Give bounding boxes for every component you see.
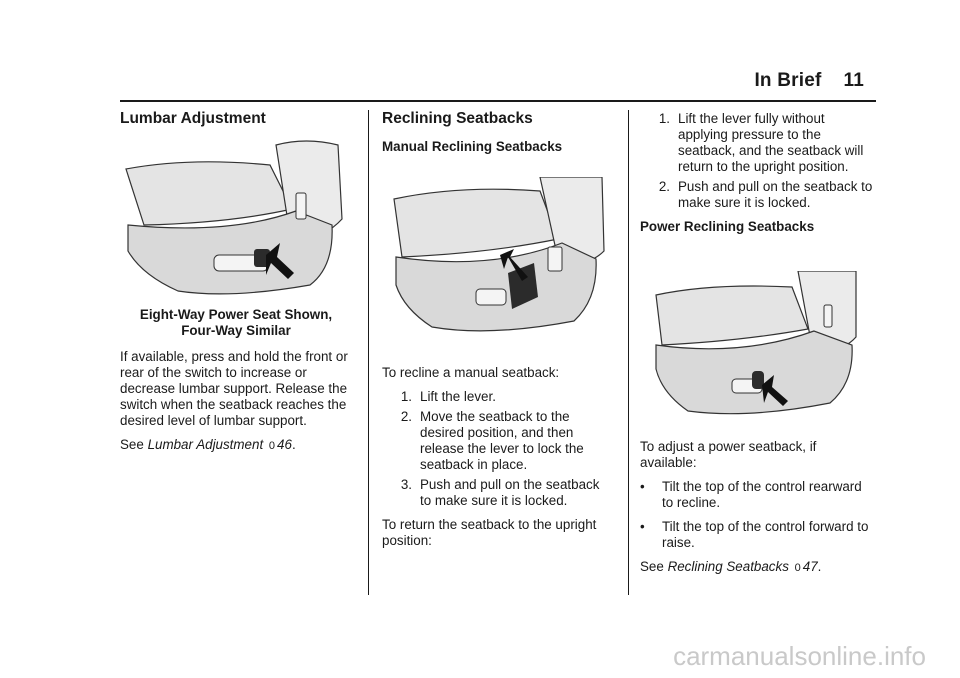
step-text: Lift the lever fully without applying pr… — [678, 111, 864, 174]
power-reclining-subheading: Power Reclining Seatbacks — [640, 219, 815, 234]
bullet-text: Tilt the top of the control rearward to … — [662, 479, 862, 510]
step-text: Push and pull on the seatback to make su… — [678, 179, 873, 210]
ref-page-number: 47 — [802, 559, 818, 574]
power-recline-bullets: • Tilt the top of the control rearward to… — [640, 479, 876, 551]
bullet-text: Tilt the top of the control forward to r… — [662, 519, 869, 550]
step-text: Push and pull on the seatback to make su… — [420, 477, 600, 508]
see-prefix: See — [640, 559, 664, 574]
manual-recline-illustration — [390, 177, 620, 347]
lumbar-adjustment-link[interactable]: Lumbar Adjustment — [147, 437, 264, 452]
step-text: Lift the lever. — [420, 389, 496, 404]
figure-caption-line2: Four-Way Similar — [181, 323, 291, 338]
figure-caption-line1: Eight-Way Power Seat Shown, — [139, 307, 333, 322]
lumbar-body-text: If available, press and hold the front o… — [120, 349, 348, 428]
step-number: 2. — [658, 179, 670, 194]
ref-period: . — [817, 559, 822, 574]
power-recline-intro: To adjust a power seatback, if available… — [640, 439, 817, 470]
column-power-reclining: 1. Lift the lever fully without applying … — [640, 111, 876, 584]
ref-period: . — [291, 437, 296, 452]
column-lumbar: Lumbar Adjustment Eight-Way Power Seat S… — [120, 111, 352, 462]
bullet-mark: • — [640, 519, 645, 534]
list-item: 1. Lift the lever fully without applying … — [640, 111, 876, 175]
list-item: 2. Push and pull on the seatback to make … — [640, 179, 876, 211]
list-item: • Tilt the top of the control rearward to… — [640, 479, 876, 511]
list-item: 2. Move the seatback to the desired posit… — [382, 409, 614, 473]
manual-reclining-subheading: Manual Reclining Seatbacks — [382, 139, 563, 154]
lumbar-heading: Lumbar Adjustment — [120, 110, 266, 127]
step-number: 3. — [400, 477, 412, 492]
step-number: 1. — [658, 111, 670, 126]
page-ref-icon: 0 — [268, 440, 276, 452]
list-item: 3. Push and pull on the seatback to make … — [382, 477, 614, 509]
manual-recline-steps: 1. Lift the lever. 2. Move the seatback to… — [382, 389, 614, 509]
ref-page-number: 46 — [277, 437, 292, 452]
list-item: 1. Lift the lever. — [382, 389, 614, 405]
step-text: Move the seatback to the desired positio… — [420, 409, 584, 472]
return-upright-steps: 1. Lift the lever fully without applying … — [640, 111, 876, 211]
section-title: In Brief — [754, 70, 822, 91]
bullet-mark: • — [640, 479, 645, 494]
column-divider-1 — [368, 110, 369, 595]
lumbar-seat-illustration — [120, 139, 346, 301]
step-number: 2. — [400, 409, 412, 424]
reclining-seatbacks-link[interactable]: Reclining Seatbacks — [667, 559, 789, 574]
list-item: • Tilt the top of the control forward to … — [640, 519, 876, 551]
column-reclining: Reclining Seatbacks Manual Reclining Sea… — [382, 110, 620, 557]
page-header: In Brief 11 — [754, 70, 864, 92]
manual-recline-intro: To recline a manual seatback: — [382, 365, 560, 380]
watermark: carmanualsonline.info — [673, 641, 926, 671]
page-ref-icon: 0 — [794, 562, 801, 574]
power-recline-illustration — [652, 271, 858, 421]
see-prefix: See — [120, 437, 144, 452]
return-upright-intro: To return the seatback to the upright po… — [382, 517, 597, 548]
column-divider-2 — [628, 110, 629, 595]
step-number: 1. — [400, 389, 412, 404]
header-rule — [120, 100, 876, 102]
reclining-heading: Reclining Seatbacks — [382, 110, 533, 127]
page-number: 11 — [843, 70, 864, 91]
